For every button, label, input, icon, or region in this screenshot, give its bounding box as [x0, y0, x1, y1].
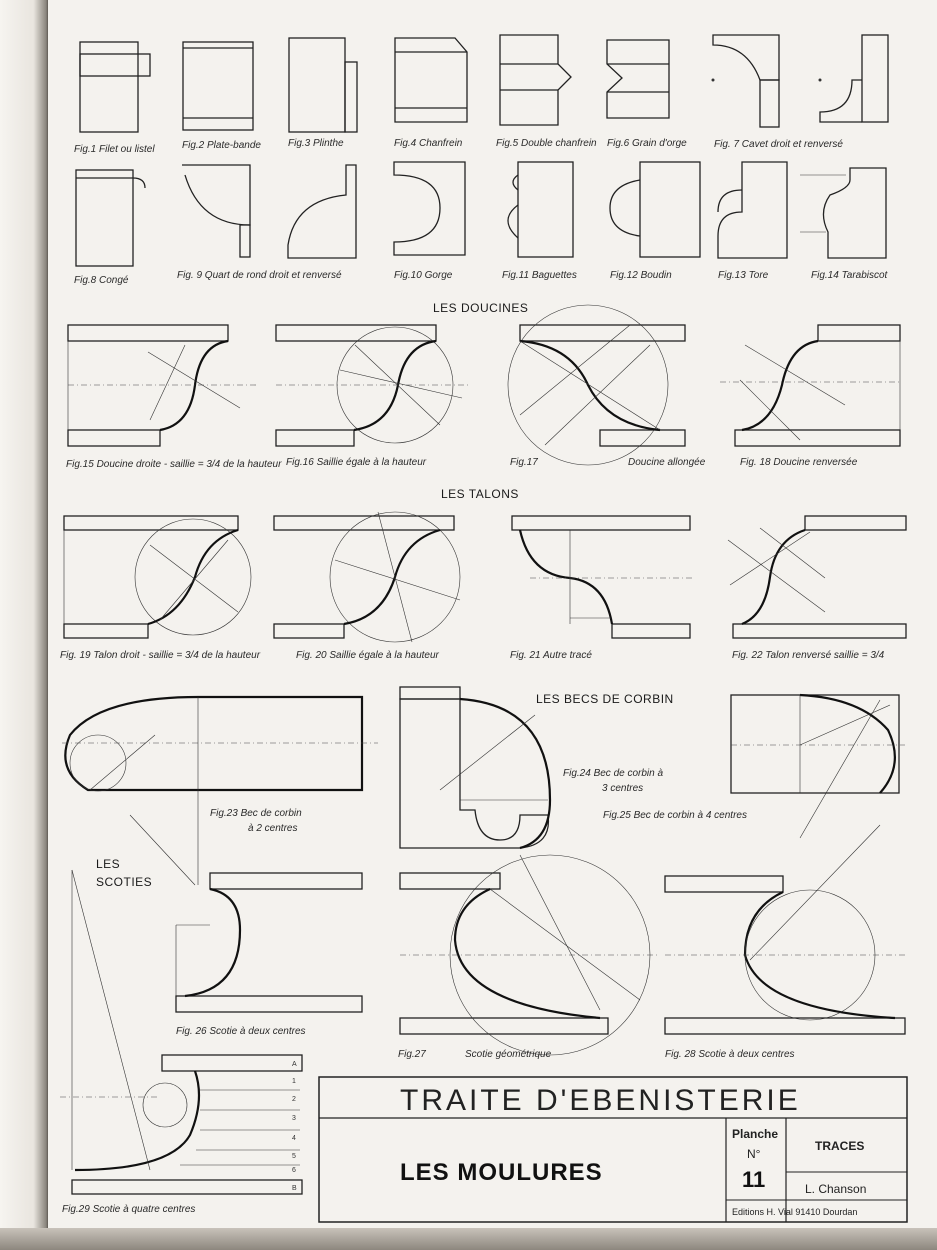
doucines-heading: LES DOUCINES — [433, 301, 528, 315]
scale-label-2: 2 — [292, 1096, 296, 1103]
scale-label-4: 4 — [292, 1135, 296, 1142]
fig-7-caption: Fig. 7 Cavet droit et renversé — [714, 139, 843, 150]
fig-5-caption: Fig.5 Double chanfrein — [496, 138, 597, 149]
fig-11-caption: Fig.11 Baguettes — [502, 270, 577, 281]
fig-23-caption: Fig.23 Bec de corbin — [210, 808, 302, 819]
fig-6-grain-d-orge-profile — [606, 39, 670, 119]
fig-16-doucine-saillie — [275, 324, 470, 447]
fig-10-caption: Fig.10 Gorge — [394, 270, 453, 281]
fig-10-gorge-profile — [393, 161, 466, 256]
fig-4-caption: Fig.4 Chanfrein — [394, 138, 463, 149]
plate-page — [48, 0, 937, 1230]
fig-3-caption: Fig.3 Plinthe — [288, 138, 344, 149]
page-bottom-shadow — [0, 1228, 937, 1250]
scoties-heading-b: SCOTIES — [96, 875, 152, 889]
scale-label-1: 1 — [292, 1078, 296, 1085]
fig-7-cavet-profile — [711, 34, 889, 128]
fig-18-caption: Fig. 18 Doucine renversée — [740, 457, 858, 468]
fig-17-doucine-allongee — [507, 304, 686, 466]
fig-21-talon-autre-trace — [511, 515, 695, 639]
fig-22-caption: Fig. 22 Talon renversé saillie = 3/4 — [732, 650, 885, 661]
scoties-heading-a: LES — [96, 857, 120, 871]
fig-26-caption: Fig. 26 Scotie à deux centres — [176, 1026, 306, 1037]
fig-19-caption: Fig. 19 Talon droit - saillie = 3/4 de l… — [60, 650, 261, 661]
fig-5-double-chanfrein-profile — [499, 34, 572, 126]
fig-20-caption: Fig. 20 Saillie égale à la hauteur — [296, 650, 440, 661]
fig-13-tore-profile — [717, 161, 788, 259]
fig-26-scotie-deux-centres — [175, 872, 363, 1013]
fig-19-talon-droit — [63, 515, 252, 639]
becs-heading: LES BECS DE CORBIN — [536, 692, 674, 706]
fig-24-caption: Fig.24 Bec de corbin à — [563, 768, 663, 779]
scale-label-3: 3 — [292, 1115, 296, 1122]
fig-8-caption: Fig.8 Congé — [74, 275, 129, 286]
book-gutter — [0, 0, 48, 1250]
fig-25-bec-de-corbin-4-centres — [730, 693, 905, 839]
fig-24-caption-b: 3 centres — [602, 783, 643, 794]
scale-label-a: A — [292, 1061, 297, 1068]
scale-label-b: B — [292, 1185, 297, 1192]
fig-13-caption: Fig.13 Tore — [718, 270, 769, 281]
title-block: TRAITE D'EBENISTERIE LES MOULURES Planch… — [318, 1076, 908, 1223]
fig-15-caption: Fig.15 Doucine droite - saillie = 3/4 de… — [66, 459, 282, 470]
publisher: Editions H. Vial 91410 Dourdan — [732, 1207, 857, 1217]
fig-8-conge-profile — [75, 169, 146, 267]
fig-15-doucine-droite — [67, 324, 258, 447]
fig-20-talon-saillie — [273, 511, 461, 643]
fig-29-caption: Fig.29 Scotie à quatre centres — [62, 1204, 195, 1215]
fig-12-caption: Fig.12 Boudin — [610, 270, 672, 281]
fig-9-quart-de-rond-profile — [182, 164, 251, 258]
fig-23-caption-b: à 2 centres — [248, 823, 297, 834]
fig-1-filet-profile — [79, 41, 151, 133]
plate-title: LES MOULURES — [400, 1159, 603, 1186]
fig-23-bec-de-corbin-2-centres — [62, 695, 378, 886]
fig-28-scotie-deux-centres — [664, 824, 906, 1035]
series-title: TRAITE D'EBENISTERIE — [400, 1084, 801, 1117]
fig-6-caption: Fig.6 Grain d'orge — [607, 138, 687, 149]
fig-11-baguettes-profile — [507, 161, 574, 258]
fig-2-plate-bande-profile — [182, 41, 254, 131]
fig-29-scale: A 1 2 3 4 5 6 B — [292, 1061, 297, 1192]
fig-4-chanfrein-profile — [394, 37, 468, 123]
fig-18-doucine-renversee — [720, 324, 901, 447]
number-label: N° — [747, 1147, 761, 1161]
fig-2-caption: Fig.2 Plate-bande — [182, 140, 261, 151]
fig-9b-quart-de-rond-profile — [287, 164, 357, 259]
scale-label-5: 5 — [292, 1153, 296, 1160]
fig-16-caption: Fig.16 Saillie égale à la hauteur — [286, 457, 427, 468]
fig-29-scotie-quatre-centres — [60, 869, 303, 1195]
talons-heading: LES TALONS — [441, 487, 519, 501]
fig-28-caption: Fig. 28 Scotie à deux centres — [665, 1049, 795, 1060]
planche-label: Planche — [732, 1127, 778, 1141]
fig-17-caption-b: Doucine allongée — [628, 457, 706, 468]
fig-12-boudin-profile — [609, 161, 701, 258]
section-label: TRACES — [815, 1139, 864, 1153]
planche-number: 11 — [742, 1167, 765, 1192]
fig-3-plinthe-profile — [288, 37, 358, 133]
fig-22-talon-renverse — [727, 515, 907, 639]
fig-27-caption-b: Scotie géométrique — [465, 1049, 552, 1060]
scale-label-6: 6 — [292, 1167, 296, 1174]
fig-24-bec-de-corbin-3-centres — [399, 686, 552, 850]
author: L. Chanson — [805, 1182, 866, 1196]
fig-27-caption: Fig.27 — [398, 1049, 426, 1060]
fig-25-caption: Fig.25 Bec de corbin à 4 centres — [603, 810, 747, 821]
fig-14-caption: Fig.14 Tarabiscot — [811, 270, 889, 281]
fig-17-caption: Fig.17 — [510, 457, 538, 468]
fig-14-tarabiscot-profile — [800, 167, 887, 259]
fig-1-caption: Fig.1 Filet ou listel — [74, 144, 155, 155]
fig-21-caption: Fig. 21 Autre tracé — [510, 650, 592, 661]
fig-27-scotie-geometrique — [399, 854, 660, 1056]
fig-9-caption: Fig. 9 Quart de rond droit et renversé — [177, 270, 342, 281]
